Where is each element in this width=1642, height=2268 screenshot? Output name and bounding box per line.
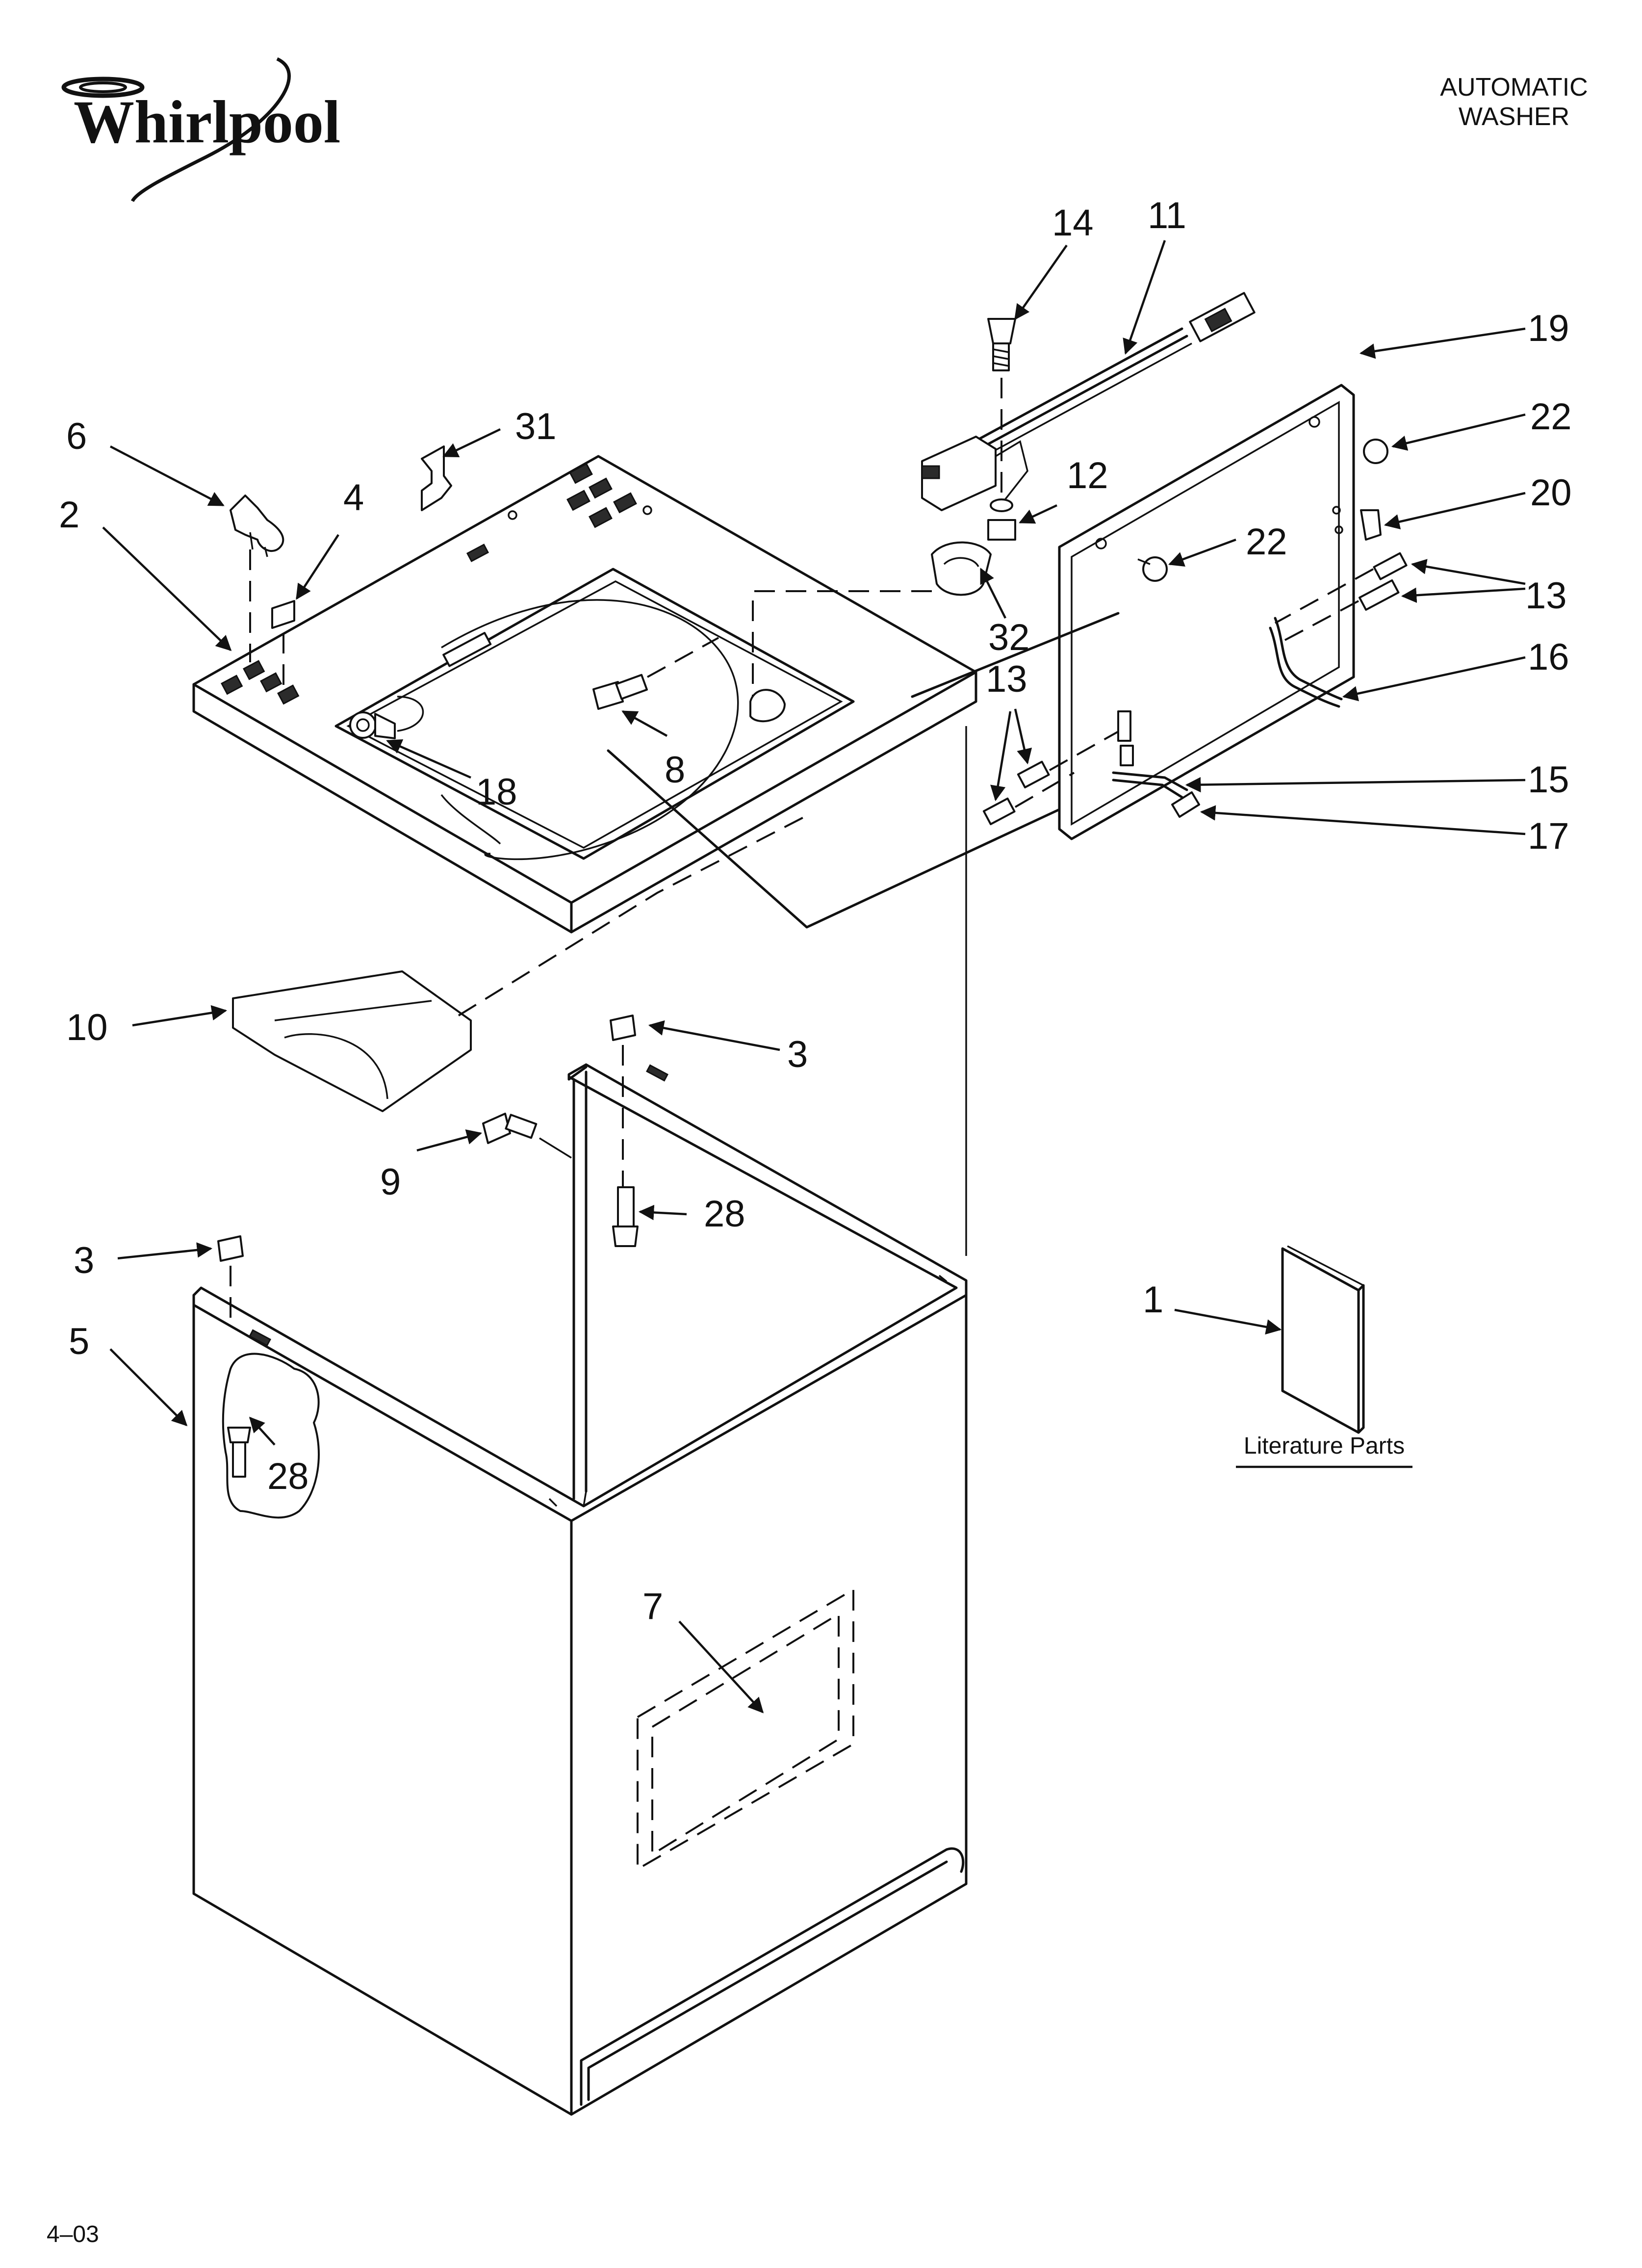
clip-3-a xyxy=(610,1015,636,1041)
callout-6: 6 xyxy=(66,416,87,457)
clip-4 xyxy=(271,600,295,629)
callout-22: 22 xyxy=(1246,521,1287,563)
literature-booklet xyxy=(1281,1245,1365,1434)
leader-lines xyxy=(102,240,1526,1714)
wire-harness xyxy=(921,292,1256,511)
callout-32: 32 xyxy=(988,617,1030,658)
footer-revision: 4–03 xyxy=(47,2221,99,2247)
top-panel xyxy=(192,455,977,934)
button-22-b xyxy=(1142,556,1168,582)
callout-labels: 1 2 3 3 4 5 6 7 8 9 10 11 12 13 13 14 15… xyxy=(59,195,1572,1627)
callout-13: 13 xyxy=(986,658,1027,700)
callout-17: 17 xyxy=(1528,815,1569,857)
access-panel-7 xyxy=(637,1588,854,1871)
callout-15: 15 xyxy=(1528,759,1569,801)
shield-10 xyxy=(232,970,472,1112)
screw-14 xyxy=(987,318,1016,371)
callout-19: 19 xyxy=(1528,308,1569,349)
header-title-line2: WASHER xyxy=(1459,103,1569,131)
callout-5: 5 xyxy=(69,1321,89,1362)
callout-28: 28 xyxy=(267,1456,309,1497)
cabinet-5 xyxy=(192,1063,968,2116)
console-frame xyxy=(1058,384,1355,840)
callout-3: 3 xyxy=(787,1034,808,1075)
callout-2: 2 xyxy=(59,494,79,536)
washer-12 xyxy=(990,498,1013,512)
callout-4: 4 xyxy=(343,477,364,519)
literature-label: Literature Parts xyxy=(1244,1433,1405,1459)
bracket-31 xyxy=(421,445,452,511)
callout-14: 14 xyxy=(1052,202,1094,244)
nut-12 xyxy=(987,519,1016,541)
callout-12: 12 xyxy=(1067,455,1108,496)
callout-28: 28 xyxy=(704,1193,745,1235)
switch-20 xyxy=(1360,509,1382,541)
brand-name: Whirlpool xyxy=(74,88,340,156)
callout-11: 11 xyxy=(1148,195,1186,236)
callout-13: 13 xyxy=(1525,575,1567,617)
cutaway-28 xyxy=(222,1353,320,1519)
screw-9 xyxy=(482,1113,538,1144)
callout-8: 8 xyxy=(665,749,685,791)
fitting-18 xyxy=(349,711,396,739)
callout-22: 22 xyxy=(1530,396,1572,438)
callout-16: 16 xyxy=(1528,636,1569,678)
screw-8 xyxy=(592,674,648,710)
whirlpool-logo: Whirlpool xyxy=(61,57,340,202)
button-22-a xyxy=(1363,439,1388,464)
callout-18: 18 xyxy=(476,771,517,813)
callout-31: 31 xyxy=(515,406,557,447)
callout-10: 10 xyxy=(66,1007,108,1048)
callout-20: 20 xyxy=(1530,472,1572,514)
callout-7: 7 xyxy=(642,1586,663,1627)
fitting-17 xyxy=(1171,791,1200,818)
callout-1: 1 xyxy=(1143,1279,1163,1321)
clip-3-b xyxy=(217,1235,244,1262)
screw-28 xyxy=(612,1186,639,1247)
callout-9: 9 xyxy=(380,1161,401,1203)
header-title-line1: AUTOMATIC xyxy=(1440,73,1588,102)
callout-3: 3 xyxy=(74,1240,94,1281)
clip-6 xyxy=(230,495,284,552)
